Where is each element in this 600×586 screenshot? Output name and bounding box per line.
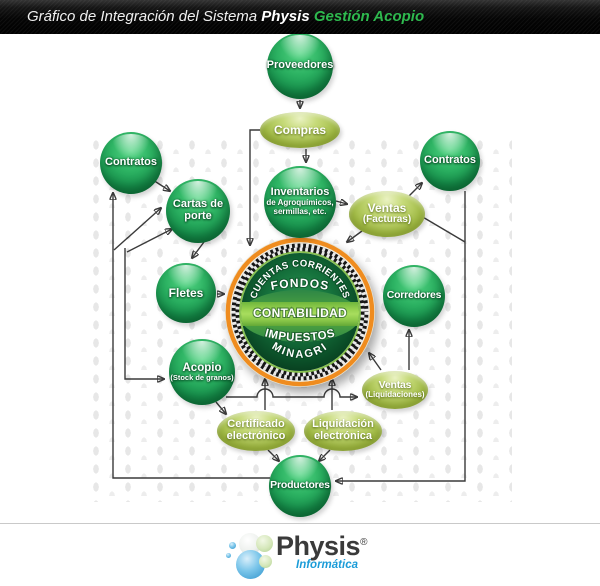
node-label-line3: sermillas, etc. (273, 206, 327, 216)
node-ventas-facturas: Ventas (Facturas) (349, 191, 425, 237)
node-productores: Productores (269, 455, 331, 517)
node-label-line2: (Liquidaciones) (365, 390, 425, 400)
logo-tagline: Informática (296, 559, 358, 571)
node-label: Corredores (386, 289, 442, 302)
node-acopio: Acopio (Stock de granos) (169, 339, 235, 405)
logo-bubble-icon (239, 533, 261, 555)
physis-logo: Physis® Informática (226, 529, 396, 583)
node-corredores: Corredores (383, 265, 445, 327)
logo-brand-text: Physis® (276, 531, 367, 561)
title-suffix: Gestión Acopio (313, 8, 425, 25)
logo-bubble-icon (226, 553, 231, 558)
node-label-line2: (Facturas) (362, 214, 412, 226)
node-label: Productores (270, 479, 330, 492)
node-label-line2: porte (184, 210, 212, 222)
node-fletes: Fletes (156, 263, 216, 323)
node-label-line2: (Stock de granos) (170, 373, 234, 383)
node-contratos-der: Contratos (420, 131, 480, 191)
header-bar: Gráfico de Integración del Sistema Physi… (0, 0, 600, 34)
node-label: Compras (273, 122, 326, 137)
logo-bubble-icon (256, 535, 273, 552)
node-label: Fletes (168, 285, 204, 300)
hub-text-impuestos: IMPUESTOS (263, 326, 337, 345)
svg-text:IMPUESTOS: IMPUESTOS (264, 327, 337, 344)
node-compras: Compras (260, 112, 340, 148)
node-label: Contratos (105, 156, 157, 169)
node-ventas-liquidaciones: Ventas (Liquidaciones) (362, 371, 428, 409)
node-inventarios: Inventarios de Agroquímicos, sermillas, … (264, 166, 336, 238)
node-label-line1: Inventarios (270, 186, 330, 199)
node-label: Contratos (424, 154, 476, 167)
node-contratos-izq: Contratos (100, 132, 162, 194)
logo-bubble-icon (259, 555, 272, 568)
title-product: Physis (261, 8, 310, 25)
title-prefix: Gráfico de Integración del Sistema (27, 8, 258, 25)
svg-text:FONDOS: FONDOS (269, 276, 330, 293)
node-liquidacion-electronica: Liquidación electrónica (304, 411, 382, 451)
page-title: Gráfico de Integración del Sistema Physi… (27, 0, 424, 33)
footer-divider (0, 523, 600, 524)
hub-text-fondos: FONDOS (268, 275, 330, 294)
node-label-line2: electrónico (226, 430, 286, 442)
node-label: Proveedores (266, 59, 334, 72)
node-label-line2: de Agroquímicos, (266, 198, 334, 208)
node-cartas-de-porte: Cartas de porte (166, 179, 230, 243)
hub-text-contabilidad: CONTABILIDAD (253, 306, 347, 320)
hub-circle: CUENTAS CORRIENTES FONDOS CONTABILIDAD I… (225, 237, 375, 387)
registered-mark: ® (360, 537, 367, 548)
logo-bubble-icon (229, 542, 236, 549)
node-proveedores: Proveedores (267, 33, 333, 99)
node-certificado-electronico: Certificado electrónico (217, 411, 295, 451)
node-label-line2: electrónica (313, 430, 373, 442)
